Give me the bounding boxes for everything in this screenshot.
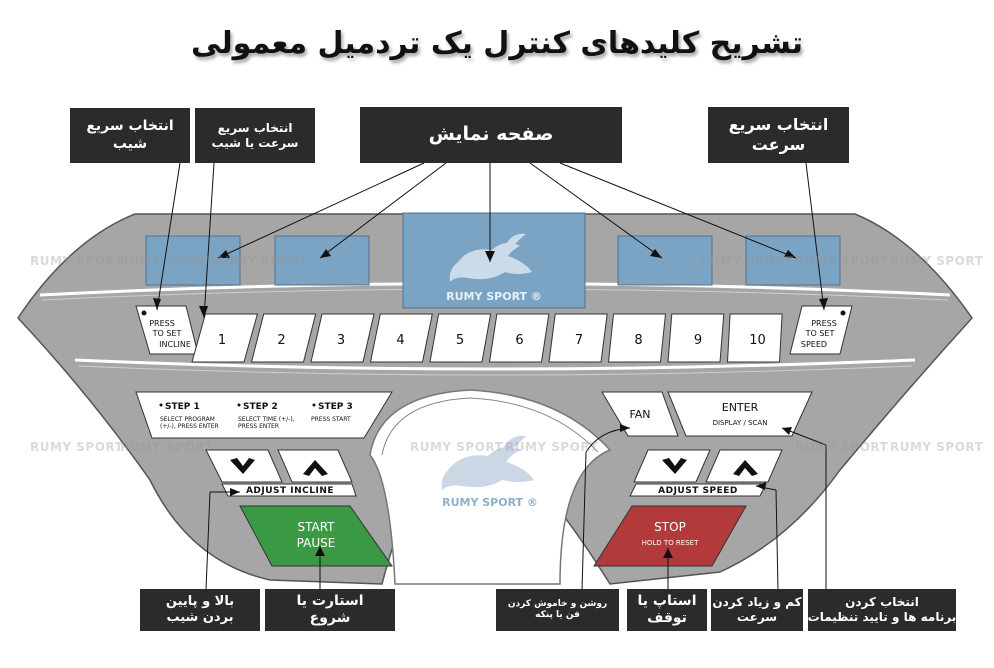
fan-button[interactable]: FAN [601,391,679,437]
center-logo-text: RUMY SPORT ® [442,496,538,509]
adjust-speed-label: ADJUST SPEED [658,486,738,496]
chevron-up-icon [733,460,758,476]
chevron-down-icon [662,458,687,474]
watermark: RUMY SPORT [410,440,504,454]
press-set-speed-key[interactable]: PRESS TO SET SPEED [789,305,853,355]
svg-text:(+/-), PRESS ENTER: (+/-), PRESS ENTER [160,423,219,430]
svg-text:PRESS: PRESS [811,319,837,328]
number-key-8[interactable]: 8 [607,313,667,363]
svg-text:START: START [297,520,335,534]
step-2-title: STEP 2 [243,402,278,412]
svg-text:ENTER: ENTER [722,401,759,414]
callout-quick-speed: انتخاب سریع سرعت [708,107,849,163]
start-pause-button[interactable]: START PAUSE [239,505,393,567]
svg-text:FAN: FAN [629,408,650,421]
display-window-1 [145,235,241,286]
number-key-label: 1 [218,333,226,348]
number-key-5[interactable]: 5 [429,313,492,363]
svg-text:SPEED: SPEED [801,340,827,349]
watermark: RUMY SPORT [120,440,214,454]
incline-up-button[interactable] [277,449,353,483]
number-key-label: 10 [749,333,766,348]
svg-text:DISPLAY / SCAN: DISPLAY / SCAN [713,419,768,427]
step-1-title: STEP 1 [165,402,200,412]
watermark: RUMY SPORT [890,440,984,454]
number-key-1[interactable]: 1 [191,313,259,363]
center-logo-icon [441,435,534,490]
svg-text:PRESS START: PRESS START [311,416,351,423]
callout-display: صفحه نمایش [360,107,622,163]
svg-text:HOLD TO RESET: HOLD TO RESET [642,539,699,547]
rabbit-logo-icon [449,233,532,282]
number-key-label: 4 [396,333,404,348]
number-key-label: 3 [337,333,345,348]
number-key-label: 2 [277,333,285,348]
svg-text:PAUSE: PAUSE [297,536,336,550]
page-title: تشریح کلیدهای کنترل یک تردمیل معمولی [191,26,803,61]
speed-up-button[interactable] [705,449,783,483]
number-key-9[interactable]: 9 [667,313,725,363]
number-key-7[interactable]: 7 [548,313,608,363]
arrowheads [153,249,828,558]
callout-start: استارت یا شروع [265,589,395,631]
number-key-label: 6 [515,333,523,348]
watermark: RUMY SPORT [890,254,984,268]
steps-instructions: STEP 1 SELECT PROGRAM (+/-), PRESS ENTER… [135,391,393,439]
svg-text:PRESS ENTER: PRESS ENTER [238,423,279,430]
watermark: RUMY SPORT [30,254,124,268]
number-key-label: 7 [575,333,583,348]
number-key-3[interactable]: 3 [310,313,375,363]
speed-down-button[interactable] [633,449,711,483]
callout-speed-up-down: کم و زیاد کردن سرعت [711,589,803,631]
number-key-10[interactable]: 10 [726,313,783,363]
display-window-2 [274,235,370,286]
svg-text:TO SET: TO SET [805,329,835,338]
watermark: RUMY SPORT [700,254,794,268]
incline-down-button[interactable] [205,449,283,483]
callout-incline-up-down: بالا و پایین بردن شیب [140,589,260,631]
chevron-down-icon [230,458,255,474]
step-3-title: STEP 3 [318,402,353,412]
number-key-label: 8 [634,333,642,348]
adjust-incline-label: ADJUST INCLINE [246,486,334,496]
svg-text:STOP: STOP [654,520,686,534]
callout-quick-incline: انتخاب سریع شیب [70,108,190,163]
watermark: RUMY SPORT [215,254,309,268]
svg-text:SELECT TIME (+/-),: SELECT TIME (+/-), [238,416,295,423]
callout-program-select: انتخاب کردن برنامه ها و تایید تنظیمات [808,589,956,631]
svg-text:TO SET: TO SET [152,329,182,338]
watermark: RUMY SPORT [795,440,889,454]
number-keys: 1 2 3 4 5 6 7 8 9 10 [191,313,783,363]
chevron-up-icon [303,460,328,476]
watermark: RUMY SPORT [795,254,889,268]
display-window-4 [617,235,713,286]
stop-button[interactable]: STOP HOLD TO RESET [593,505,747,567]
number-key-6[interactable]: 6 [488,313,550,363]
callout-quick-speed-incline: انتخاب سریع سرعت یا شیب [195,108,315,163]
display-logo-text: RUMY SPORT ® [446,290,542,303]
number-key-4[interactable]: 4 [369,313,433,363]
callout-stop: استاپ یا توقف [627,589,707,631]
center-opening [369,389,612,585]
svg-text:INCLINE: INCLINE [159,340,191,349]
number-key-label: 5 [456,333,464,348]
watermark: RUMY SPORT [30,440,124,454]
enter-button[interactable]: ENTER DISPLAY / SCAN [667,391,813,437]
callout-fan: روشن و خاموش کردن فن یا پنکه [496,589,619,631]
callout-lines [156,162,827,591]
svg-text:PRESS: PRESS [149,319,175,328]
press-set-incline-key[interactable]: PRESS TO SET INCLINE [135,305,199,355]
number-key-2[interactable]: 2 [250,313,317,363]
svg-text:SELECT PROGRAM: SELECT PROGRAM [160,416,215,423]
watermark: RUMY SPORT [505,440,599,454]
number-key-label: 9 [694,333,702,348]
watermark: RUMY SPORT [120,254,214,268]
